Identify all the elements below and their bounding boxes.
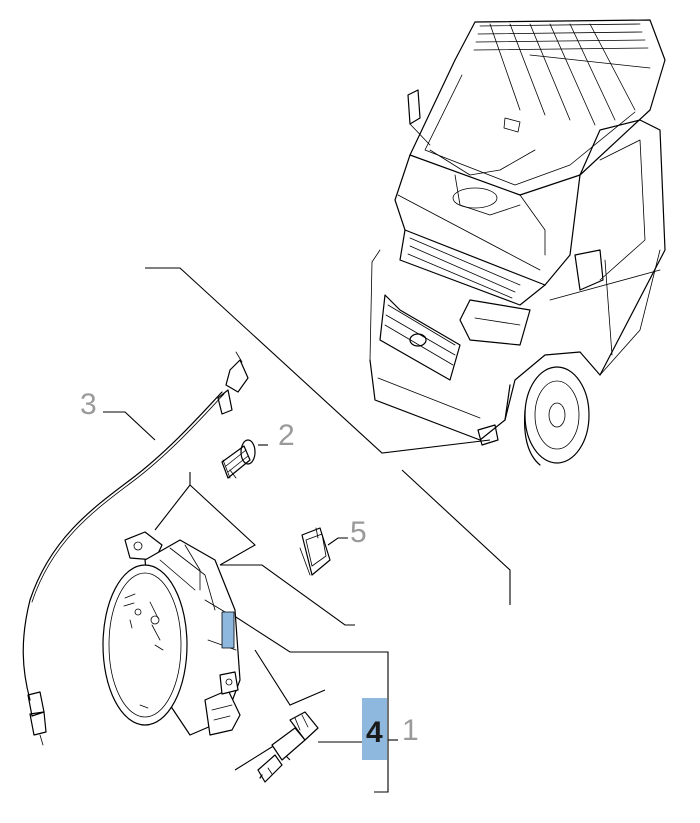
clip-part — [299, 527, 331, 576]
bulb-part — [257, 711, 319, 783]
callout-4-highlight — [362, 698, 387, 760]
cable-harness — [22, 351, 249, 746]
callout-4[interactable]: 4 — [366, 716, 383, 749]
callout-5[interactable]: 5 — [350, 516, 367, 549]
leader-lines — [103, 267, 511, 793]
connector-highlight — [222, 612, 234, 648]
callout-1[interactable]: 1 — [402, 714, 419, 747]
screw-part — [221, 439, 256, 479]
callout-3[interactable]: 3 — [80, 388, 97, 421]
van-illustration — [369, 19, 666, 466]
fog-lamp — [102, 531, 241, 736]
callout-2[interactable]: 2 — [278, 419, 295, 452]
